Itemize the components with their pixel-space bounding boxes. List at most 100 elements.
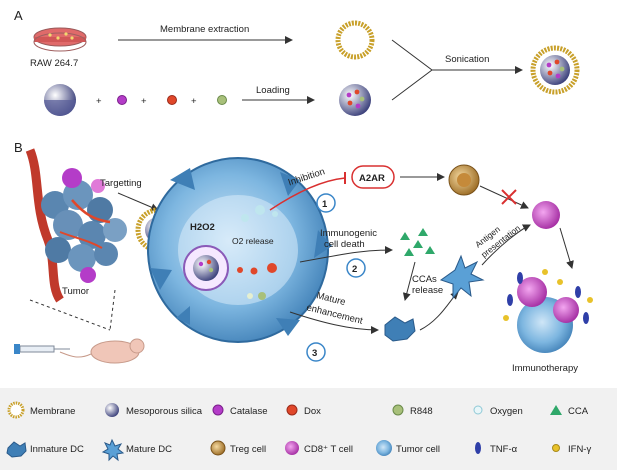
block-x-icon — [501, 189, 517, 205]
dox-icon — [167, 95, 177, 105]
mesoporous-silica-icon — [105, 403, 119, 417]
oxygen-bubble — [255, 205, 265, 215]
membrane-extraction-label: Membrane extraction — [160, 24, 249, 35]
cca-cluster-icon — [400, 228, 435, 256]
ccas-label-2: release — [412, 285, 443, 296]
cca-icon — [550, 405, 562, 415]
membrane-icon — [7, 401, 25, 419]
immature-dc-icon — [384, 316, 416, 342]
sonication-label: Sonication — [445, 54, 489, 65]
legend-label: R848 — [410, 406, 433, 417]
legend-item-cd8-t-cell: CD8⁺ T cell — [285, 441, 353, 455]
step-1-circle — [316, 193, 336, 213]
legend-item-mesoporous-silica: Mesoporous silica — [105, 403, 203, 417]
membrane-vesicle-icon — [335, 20, 375, 60]
legend-item-catalase: Catalase — [212, 404, 268, 417]
a2ar-label: A2AR — [359, 173, 385, 184]
mesoporous-silica-particle-icon — [44, 84, 76, 116]
oxygen-bubble — [241, 214, 249, 222]
tumor-cell-illustration — [147, 157, 332, 343]
schematic: A RAW 264.7 Membrane extraction + + + Lo… — [14, 8, 593, 374]
antigen-presentation-arrow — [481, 224, 531, 266]
legend-item-membrane: Membrane — [7, 401, 75, 419]
catalase-icon — [117, 95, 127, 105]
legend-item-dox: Dox — [286, 404, 321, 417]
mature-dc-icon — [101, 438, 125, 462]
immature-dc-icon — [6, 441, 27, 458]
step-2-circle — [346, 258, 366, 278]
released-r848-dot — [258, 292, 266, 300]
released-r848-dot — [247, 293, 253, 299]
legend-label: Oxygen — [490, 406, 523, 417]
targetting-arrow — [117, 192, 159, 211]
legend-label: IFN-γ — [568, 444, 591, 455]
ccas-label-1: CCAs — [412, 274, 437, 285]
step-2-label: 2 — [352, 264, 357, 275]
tnf-alpha-icon — [475, 442, 481, 454]
cd8-t-cell-icon — [532, 201, 560, 229]
legend-item-mature-dc: Mature DC — [101, 438, 172, 462]
legend-label: Mesoporous silica — [126, 406, 203, 417]
released-dox-dot — [267, 263, 277, 273]
tumor-cell-icon — [376, 440, 392, 456]
mature-label-2: enhancement — [305, 302, 364, 327]
mature-dc-icon — [439, 254, 485, 300]
immunotherapy-label: Immunotherapy — [512, 363, 578, 374]
legend-label: Membrane — [30, 406, 75, 417]
legend-item-tumor-cell: Tumor cell — [376, 440, 440, 456]
immunogenic-label-1: Immunogenic — [320, 228, 377, 239]
legend-label: Mature DC — [126, 444, 172, 455]
step-3-circle — [306, 342, 326, 362]
oxygen-icon — [473, 405, 483, 415]
legend-label: Inmature DC — [30, 444, 84, 455]
dc-maturation-arrow — [419, 291, 459, 331]
legend-label: Catalase — [230, 406, 268, 417]
panel-b-label: B — [14, 140, 23, 155]
legend-label: CD8⁺ T cell — [304, 444, 353, 455]
mature-enhancement-arrow — [289, 311, 379, 334]
ccas-release-arrow — [402, 261, 416, 301]
immunogenic-label-2: cell death — [324, 239, 365, 250]
h2o2-label: H2O2 — [190, 222, 215, 233]
treg-arrow — [479, 185, 529, 209]
tumor-label: Tumor — [62, 286, 89, 297]
cell-line-label: RAW 264.7 — [30, 58, 78, 69]
r848-icon — [392, 404, 404, 416]
legend-item-cca: CCA — [550, 405, 589, 417]
endosome-icon — [183, 245, 229, 291]
legend-label: CCA — [568, 406, 589, 417]
legend-item-oxygen: Oxygen — [473, 405, 523, 417]
legend-item-treg-cell: Treg cell — [210, 440, 266, 456]
targetting-label: Targetting — [100, 178, 142, 189]
coated-nanoparticle-icon — [530, 45, 580, 95]
dashed-line-left — [29, 299, 111, 331]
inhibition-path — [269, 177, 346, 211]
panel-a-label: A — [14, 8, 23, 23]
released-dox-dot — [250, 267, 258, 275]
legend-label: Dox — [304, 406, 321, 417]
legend-label: Tumor cell — [396, 444, 440, 455]
r848-icon — [217, 95, 227, 105]
a2ar-badge: A2AR — [351, 165, 395, 189]
inhibition-label: Inhibition — [287, 166, 327, 188]
catalase-icon — [212, 404, 224, 416]
legend-item-tnf-alpha: TNF-α — [475, 442, 518, 455]
syringe-icon — [14, 344, 70, 354]
step-3-label: 3 — [312, 348, 317, 359]
petri-dish-icon — [33, 27, 87, 52]
legend: Membrane Mesoporous silica Catalase Dox … — [0, 388, 617, 470]
mouse-icon — [59, 338, 145, 364]
loaded-particle-icon — [339, 84, 371, 116]
treg-cell-icon — [210, 440, 226, 456]
plus-2: + — [141, 96, 147, 107]
immunotherapy-illustration — [503, 269, 593, 353]
legend-label: TNF-α — [490, 444, 518, 455]
cd8-t-cell-icon — [285, 441, 299, 455]
loading-label: Loading — [256, 85, 290, 96]
ifn-gamma-icon — [552, 444, 560, 452]
o2-release-label: O2 release — [232, 236, 274, 246]
treg-cell-icon — [448, 164, 480, 196]
legend-item-r848: R848 — [392, 404, 433, 417]
plus-3: + — [191, 96, 197, 107]
